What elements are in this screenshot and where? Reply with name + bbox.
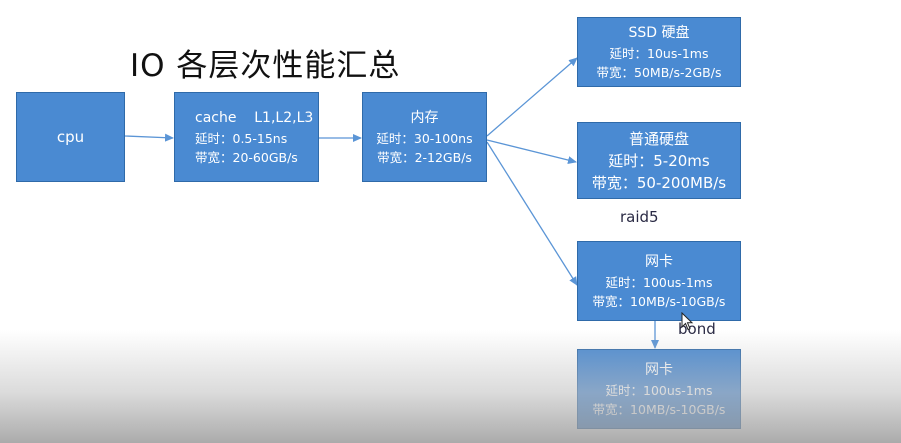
cpu-box: cpu	[16, 92, 125, 182]
hdd-bandwidth: 带宽：50-200MB/s	[591, 173, 727, 192]
ssd-title: SSD 硬盘	[628, 24, 690, 41]
arrow-cpu-cache	[124, 133, 174, 142]
hdd-title: 普通硬盘	[628, 129, 689, 148]
mouse-cursor-icon	[681, 312, 694, 331]
raid-label: raid5	[620, 208, 659, 226]
cpu-label: cpu	[56, 128, 85, 146]
arrow-memory-hdd	[486, 139, 577, 164]
nic-box-secondary: 网卡 延时：100us-1ms 带宽：10MB/s-10GB/s	[577, 349, 741, 429]
ssd-box: SSD 硬盘 延时：10us-1ms 带宽：50MB/s-2GB/s	[577, 17, 741, 87]
memory-latency: 延时：30-100ns	[376, 130, 473, 146]
nic-box-primary: 网卡 延时：100us-1ms 带宽：10MB/s-10GB/s	[577, 241, 741, 321]
cache-box: cache L1,L2,L3 延时：0.5-15ns 带宽：20-60GB/s	[174, 92, 319, 182]
memory-box: 内存 延时：30-100ns 带宽：2-12GB/s	[362, 92, 487, 182]
arrow-memory-nic	[486, 141, 578, 286]
nic-primary-title: 网卡	[645, 253, 673, 270]
hdd-box: 普通硬盘 延时：5-20ms 带宽：50-200MB/s	[577, 122, 741, 199]
diagram-title: IO 各层次性能汇总	[130, 48, 401, 84]
cache-latency: 延时：0.5-15ns	[195, 130, 288, 146]
nic-secondary-title: 网卡	[645, 361, 673, 378]
cache-bandwidth: 带宽：20-60GB/s	[195, 149, 298, 165]
nic-secondary-latency: 延时：100us-1ms	[605, 382, 713, 398]
nic-secondary-bandwidth: 带宽：10MB/s-10GB/s	[592, 401, 726, 417]
ssd-latency: 延时：10us-1ms	[609, 45, 709, 61]
hdd-latency: 延时：5-20ms	[608, 151, 710, 170]
nic-primary-latency: 延时：100us-1ms	[605, 274, 713, 290]
memory-title: 内存	[410, 109, 439, 126]
arrow-memory-ssd	[486, 57, 578, 137]
ssd-bandwidth: 带宽：50MB/s-2GB/s	[596, 64, 722, 80]
cache-title: cache L1,L2,L3	[195, 109, 314, 126]
nic-primary-bandwidth: 带宽：10MB/s-10GB/s	[592, 293, 726, 309]
memory-bandwidth: 带宽：2-12GB/s	[377, 149, 472, 165]
